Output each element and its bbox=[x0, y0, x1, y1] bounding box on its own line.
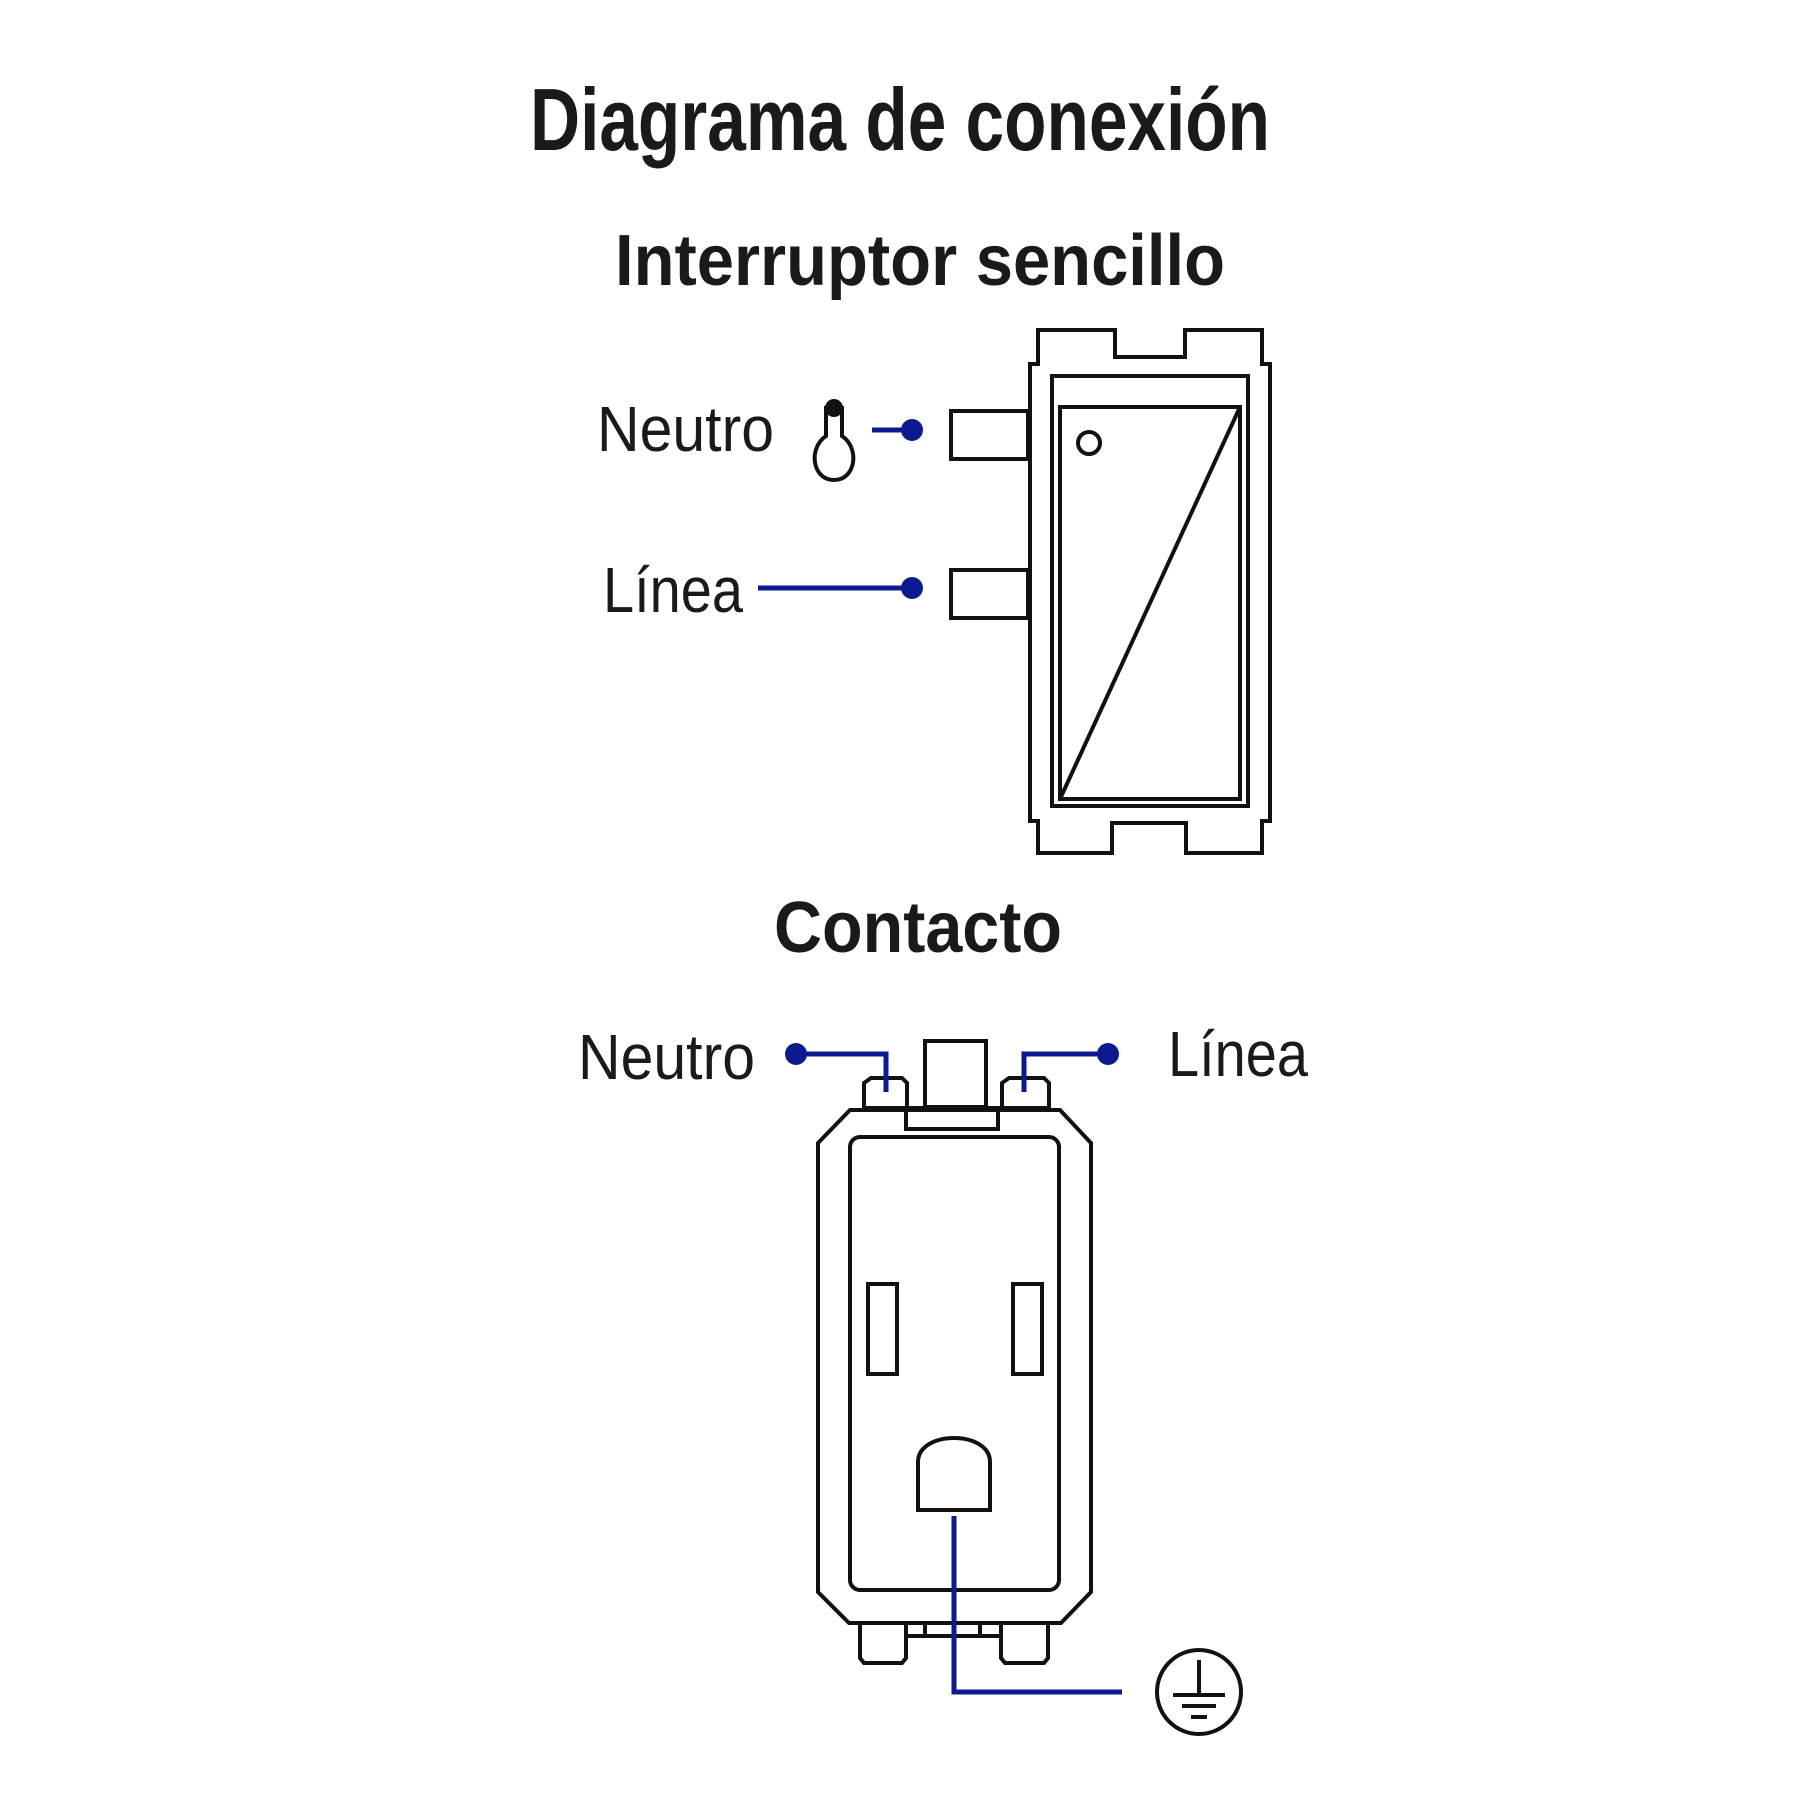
switch-neutral-terminal-dot bbox=[901, 419, 923, 441]
outlet bbox=[816, 1039, 1093, 1665]
ground-icon bbox=[1155, 1648, 1243, 1736]
switch-frame bbox=[1028, 328, 1272, 855]
switch-indicator-dot bbox=[1076, 430, 1102, 456]
switch-rocker-diagonal bbox=[1058, 406, 1242, 800]
outlet-terminal-right bbox=[1000, 1076, 1051, 1110]
outlet-heading: Contacto bbox=[774, 888, 1062, 968]
outlet-line-label: Línea bbox=[1168, 1018, 1308, 1090]
switch-line-label: Línea bbox=[603, 554, 743, 626]
switch-line-terminal-dot bbox=[901, 577, 923, 599]
outlet-ground-wire bbox=[951, 1516, 1122, 1695]
outlet-line-wire bbox=[1021, 1051, 1108, 1092]
outlet-terminal-left bbox=[862, 1076, 909, 1110]
outlet-slot-left bbox=[866, 1282, 899, 1376]
outlet-body bbox=[816, 1108, 1093, 1625]
switch-terminal-top bbox=[949, 409, 1030, 461]
outlet-ground-hole bbox=[916, 1436, 992, 1512]
switch-neutral-label: Neutro bbox=[597, 393, 774, 465]
outlet-top-tab bbox=[923, 1039, 988, 1109]
outlet-neutral-wire bbox=[796, 1051, 889, 1092]
switch-rocker bbox=[1058, 405, 1242, 801]
switch-housing bbox=[1050, 374, 1250, 808]
light-bulb-icon bbox=[812, 399, 856, 483]
switch-heading: Interruptor sencillo bbox=[615, 221, 1225, 301]
outlet-neutral-label: Neutro bbox=[578, 1021, 755, 1093]
outlet-slot-right bbox=[1011, 1282, 1044, 1376]
switch-terminal-bottom bbox=[949, 568, 1030, 620]
single-switch bbox=[949, 328, 1272, 855]
diagram-title: Diagrama de conexión bbox=[530, 70, 1270, 169]
